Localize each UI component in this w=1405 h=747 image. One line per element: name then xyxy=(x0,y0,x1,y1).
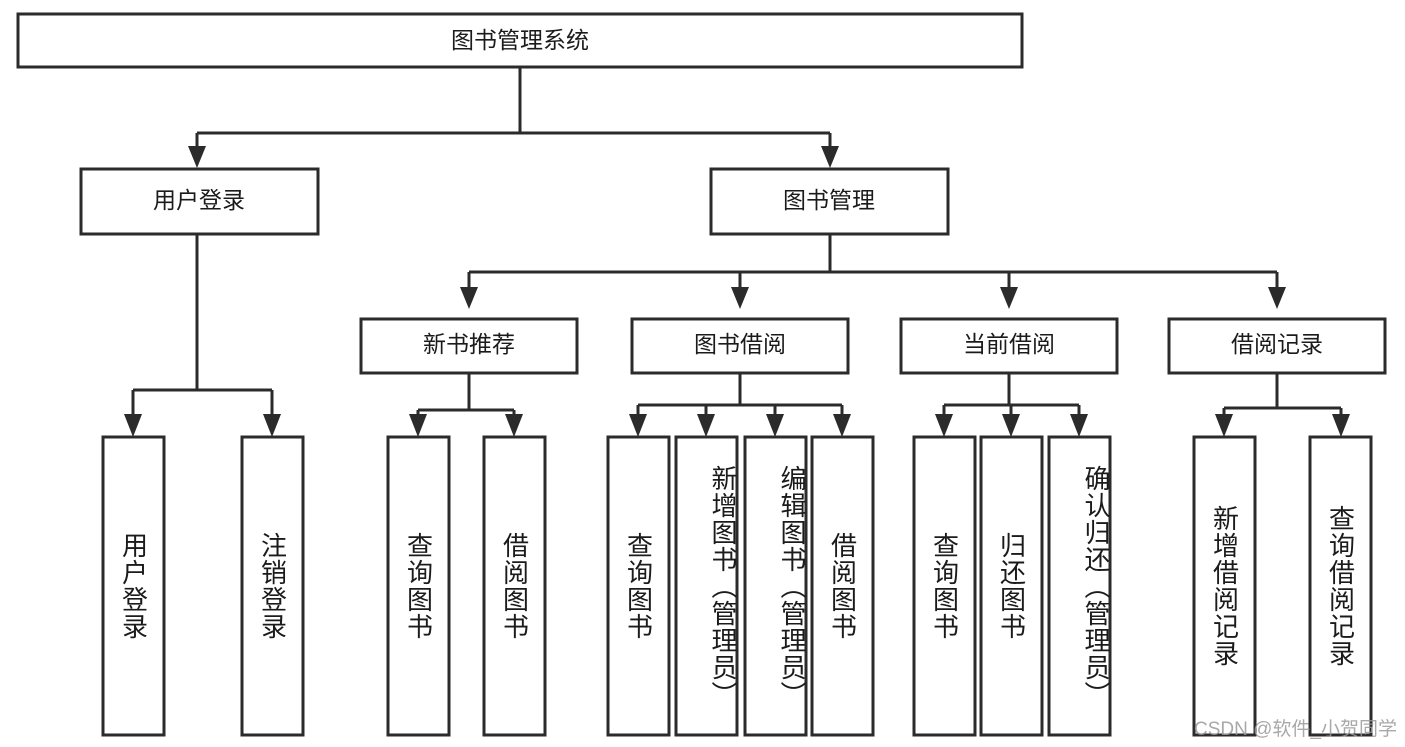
arrow-leaf-query-book-3-icon xyxy=(935,414,953,437)
node-leaf-add-record-box[interactable] xyxy=(1192,435,1257,737)
node-leaf-query-record-box[interactable] xyxy=(1308,435,1373,737)
connector-group-current-borrow-to-leaves xyxy=(935,373,1088,437)
arrow-to-new-book-rec-icon xyxy=(460,287,478,309)
connector-group-root-to-level2 xyxy=(188,68,839,168)
csdn-watermark: CSDN @软件_小贺同学 xyxy=(1194,719,1397,740)
node-current-borrow-box[interactable] xyxy=(899,317,1119,375)
node-leaf-borrow-book-1-box[interactable] xyxy=(482,435,547,737)
node-leaf-return-book-box[interactable] xyxy=(979,435,1044,737)
connector-group-user-login-to-leaves xyxy=(124,234,281,437)
connector-group-borrow-record-to-leaves xyxy=(1215,373,1350,437)
node-new-book-rec[interactable]: 新书推荐 xyxy=(359,317,579,375)
node-borrow-record-label: 借阅记录 xyxy=(1231,331,1323,357)
node-new-book-rec-box[interactable] xyxy=(359,317,579,375)
arrow-leaf-confirm-return-icon xyxy=(1070,414,1088,437)
arrow-leaf-edit-book-icon xyxy=(766,414,784,437)
node-new-book-rec-label: 新书推荐 xyxy=(423,331,515,357)
node-book-borrow-box[interactable] xyxy=(630,317,850,375)
node-leaf-user-login-box[interactable] xyxy=(101,435,166,737)
node-leaf-add-book-box[interactable] xyxy=(674,435,739,737)
node-root-box[interactable] xyxy=(16,12,1024,69)
node-borrow-record[interactable]: 借阅记录 xyxy=(1167,317,1387,375)
node-leaf-borrow-book-2-box[interactable] xyxy=(810,435,875,737)
arrow-to-book-borrow-icon xyxy=(731,287,749,309)
arrow-leaf-add-record-icon xyxy=(1215,414,1233,437)
node-book-manage-label: 图书管理 xyxy=(783,187,875,213)
node-current-borrow[interactable]: 当前借阅 xyxy=(899,317,1119,375)
arrow-leaf-borrow-book-2-icon xyxy=(833,414,851,437)
connector-group-book-borrow-to-leaves xyxy=(629,373,851,437)
node-root[interactable]: 图书管理系统 xyxy=(16,12,1024,69)
node-current-borrow-label: 当前借阅 xyxy=(963,331,1055,357)
node-book-manage-box[interactable] xyxy=(709,167,950,236)
node-book-borrow[interactable]: 图书借阅 xyxy=(630,317,850,375)
arrow-leaf-query-book-2-icon xyxy=(629,414,647,437)
node-book-borrow-label: 图书借阅 xyxy=(694,331,786,357)
node-root-label: 图书管理系统 xyxy=(451,27,589,53)
node-user-login-box[interactable] xyxy=(79,167,320,236)
node-leaf-logout-box[interactable] xyxy=(240,435,305,737)
arrow-leaf-add-book-icon xyxy=(697,414,715,437)
node-borrow-record-box[interactable] xyxy=(1167,317,1387,375)
arrow-leaf-query-record-icon xyxy=(1332,414,1350,437)
arrow-to-user-login-icon xyxy=(188,146,206,168)
arrow-to-borrow-record-icon xyxy=(1268,287,1286,309)
node-leaf-edit-book-box[interactable] xyxy=(743,435,808,737)
arrow-leaf-user-login-icon xyxy=(124,414,142,437)
arrow-to-book-manage-icon xyxy=(821,146,839,168)
arrow-leaf-return-book-icon xyxy=(1002,414,1020,437)
node-leaf-query-book-2-box[interactable] xyxy=(606,435,671,737)
node-user-login[interactable]: 用户登录 xyxy=(79,167,320,236)
arrow-leaf-borrow-book-1-icon xyxy=(505,414,523,437)
arrow-to-current-borrow-icon xyxy=(1000,287,1018,309)
node-book-manage[interactable]: 图书管理 xyxy=(709,167,950,236)
node-leaf-confirm-return-box[interactable] xyxy=(1047,435,1112,737)
node-leaf-query-book-1-box[interactable] xyxy=(386,435,451,737)
arrow-leaf-logout-icon xyxy=(263,414,281,437)
node-user-login-label: 用户登录 xyxy=(153,187,245,213)
connector-group-book-manage-to-level3 xyxy=(460,234,1286,309)
connector-group-new-book-rec-to-leaves xyxy=(409,373,523,437)
arrow-leaf-query-book-1-icon xyxy=(409,414,427,437)
node-leaf-query-book-3-box[interactable] xyxy=(912,435,977,737)
